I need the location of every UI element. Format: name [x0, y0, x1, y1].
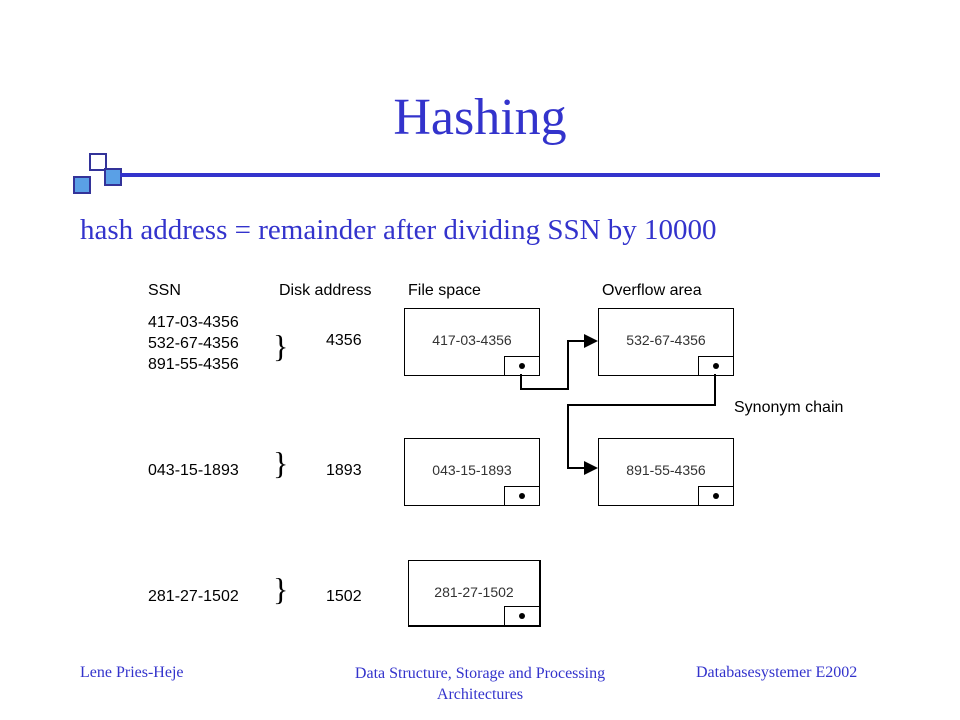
disk-address: 4356	[326, 332, 362, 349]
footer-author: Lene Pries-Heje	[80, 664, 184, 681]
ssn-entry: 891-55-4356	[148, 356, 239, 373]
ssn-entry: 417-03-4356	[148, 314, 239, 331]
synonym-chain-label: Synonym chain	[734, 399, 844, 416]
file-space-record: 417-03-4356	[404, 308, 540, 376]
disk-address: 1893	[326, 462, 362, 479]
chain-arrowhead-1	[584, 334, 598, 348]
decor-square-top	[89, 153, 107, 171]
header-overflow-area: Overflow area	[602, 282, 702, 299]
file-space-record: 281-27-1502	[408, 560, 541, 627]
brace-group-1: }	[273, 328, 289, 364]
record-value: 532-67-4356	[626, 332, 706, 348]
record-value: 281-27-1502	[434, 584, 514, 600]
record-pointer	[504, 486, 539, 505]
decor-square-left	[73, 176, 91, 194]
header-disk-address: Disk address	[279, 282, 372, 299]
ssn-entry: 281-27-1502	[148, 588, 239, 605]
record-value: 417-03-4356	[432, 332, 512, 348]
record-pointer	[698, 486, 733, 505]
record-pointer	[504, 356, 539, 375]
record-value: 891-55-4356	[626, 462, 706, 478]
pointer-dot	[713, 493, 719, 499]
header-file-space: File space	[408, 282, 481, 299]
record-value: 043-15-1893	[432, 462, 512, 478]
record-pointer	[504, 606, 539, 625]
file-space-record: 043-15-1893	[404, 438, 540, 506]
chain-link-1	[520, 340, 586, 390]
pointer-dot	[713, 363, 719, 369]
brace-group-3: }	[273, 571, 289, 607]
footer-course: Data Structure, Storage and Processing A…	[354, 665, 606, 703]
chain-link-2	[567, 374, 716, 469]
slide-subtitle: hash address = remainder after dividing …	[80, 214, 717, 246]
slide-title: Hashing	[393, 89, 567, 146]
overflow-record: 532-67-4356	[598, 308, 734, 376]
pointer-dot	[519, 613, 525, 619]
pointer-dot	[519, 363, 525, 369]
chain-arrowhead-2	[584, 461, 598, 475]
record-pointer	[698, 356, 733, 375]
brace-group-2: }	[273, 445, 289, 481]
pointer-dot	[519, 493, 525, 499]
disk-address: 1502	[326, 588, 362, 605]
ssn-entry: 532-67-4356	[148, 335, 239, 352]
ssn-entry: 043-15-1893	[148, 462, 239, 479]
decor-square-filled	[104, 168, 122, 186]
footer-course-code: Databasesystemer E2002	[696, 664, 858, 681]
title-rule	[120, 173, 880, 177]
overflow-record: 891-55-4356	[598, 438, 734, 506]
header-ssn: SSN	[148, 282, 181, 299]
